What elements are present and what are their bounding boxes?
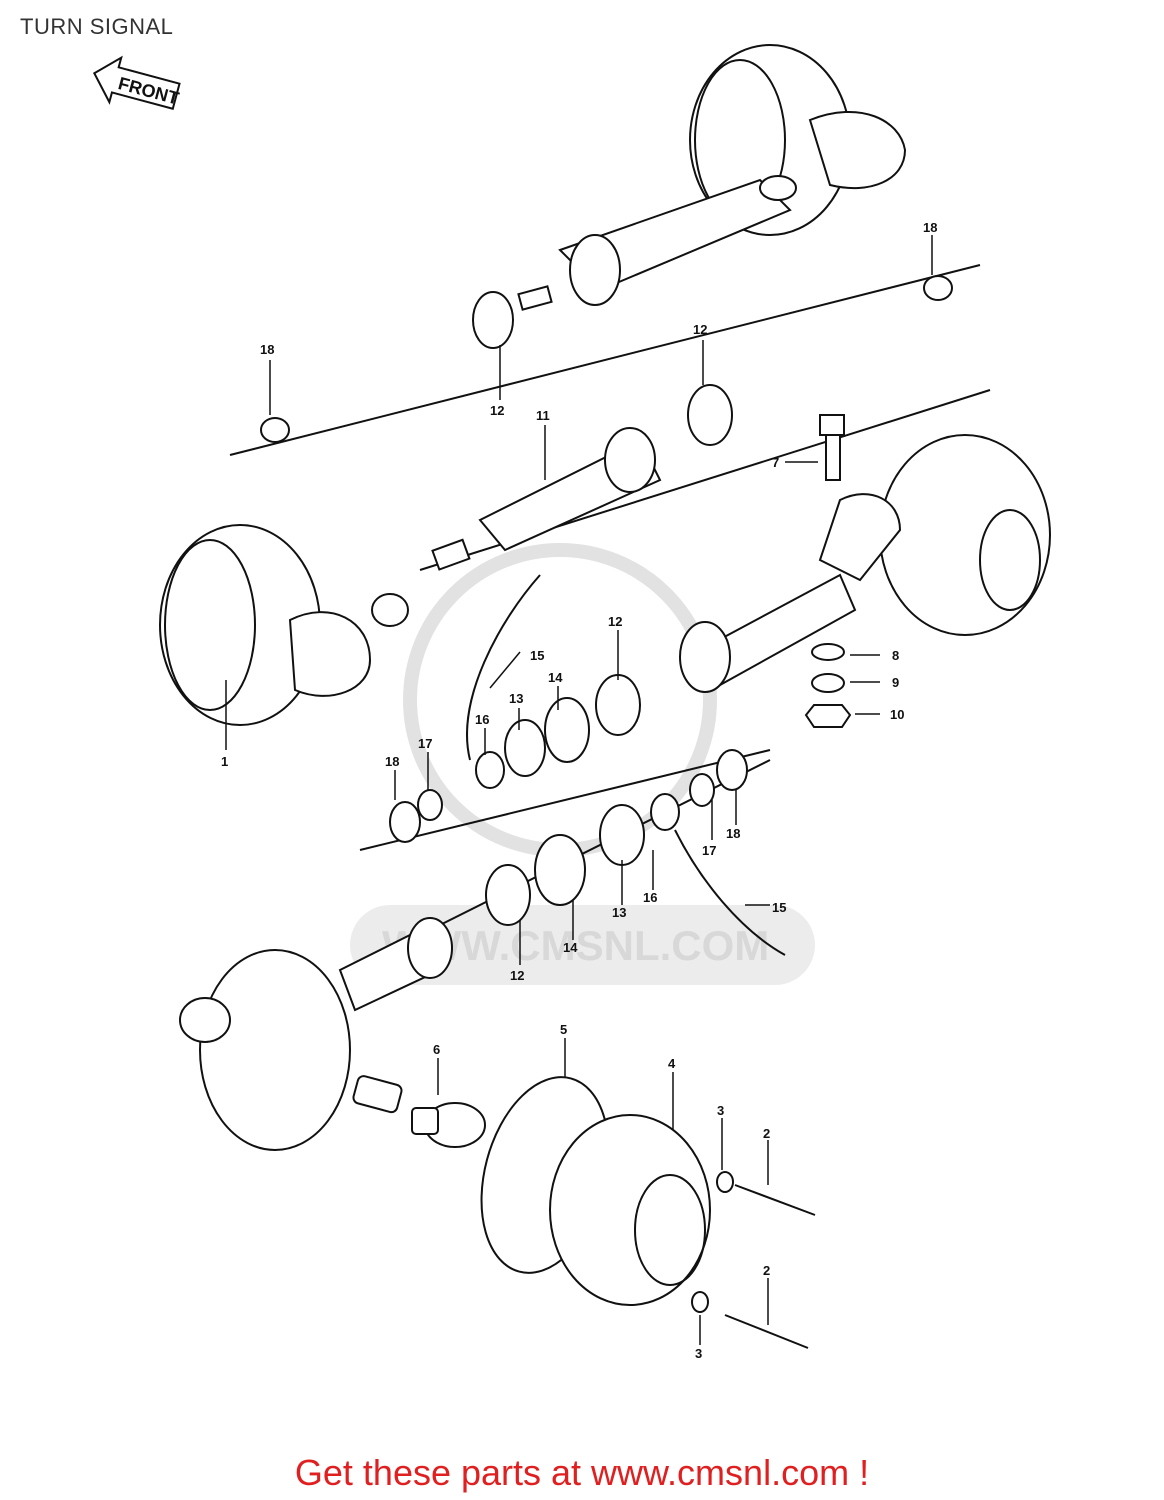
washers-8-9-10 [804,643,852,728]
callout-1: 1 [221,754,228,769]
callout-13: 13 [509,691,523,706]
callout-10: 10 [890,707,904,722]
callout-18: 18 [923,220,937,235]
page-title: TURN SIGNAL [20,14,174,39]
callout-16: 16 [475,712,489,727]
lower-wire-assembly [419,749,786,956]
left-signal-housing [159,524,409,726]
callout-17: 17 [418,736,432,751]
callout-14: 14 [563,940,578,955]
callout-7: 7 [772,455,779,470]
stem-11 [419,384,991,571]
callout-2: 2 [763,1263,770,1278]
callout-9: 9 [892,675,899,690]
callout-17: 17 [702,843,716,858]
footer-promo-link[interactable]: Get these parts at www.cmsnl.com ! [294,1452,870,1493]
callout-12: 12 [608,614,622,629]
callout-3: 3 [717,1103,724,1118]
callout-13: 13 [612,905,626,920]
callout-12: 12 [510,968,524,983]
screws-2-washers-3 [691,1171,816,1349]
callout-15: 15 [772,900,786,915]
callout-18: 18 [260,342,274,357]
callout-8: 8 [892,648,899,663]
front-arrow: FRONT [92,55,181,110]
callout-18: 18 [726,826,740,841]
callout-18: 18 [385,754,399,769]
right-signal-housing [679,434,1051,693]
callout-4: 4 [668,1056,676,1071]
callout-16: 16 [643,890,657,905]
callout-11: 11 [536,408,550,423]
callout-12: 12 [693,322,707,337]
callout-3: 3 [695,1346,702,1361]
callout-12: 12 [490,403,504,418]
callout-15: 15 [530,648,544,663]
callout-2: 2 [763,1126,770,1141]
callout-5: 5 [560,1022,567,1037]
bulb-6 [352,1075,486,1148]
callout-labels: 18 18 12 12 11 7 8 9 10 1 15 12 14 13 16… [221,220,937,1361]
lens-4-gasket-5 [480,1076,711,1306]
callout-leaders [225,235,933,1345]
lower-signal-base [179,917,453,1151]
callout-14: 14 [548,670,563,685]
bolt-7 [819,414,845,481]
middle-wire-assembly [359,574,771,851]
callout-6: 6 [433,1042,440,1057]
upper-signal-housing [558,44,907,306]
upper-wire-assembly [229,264,981,456]
